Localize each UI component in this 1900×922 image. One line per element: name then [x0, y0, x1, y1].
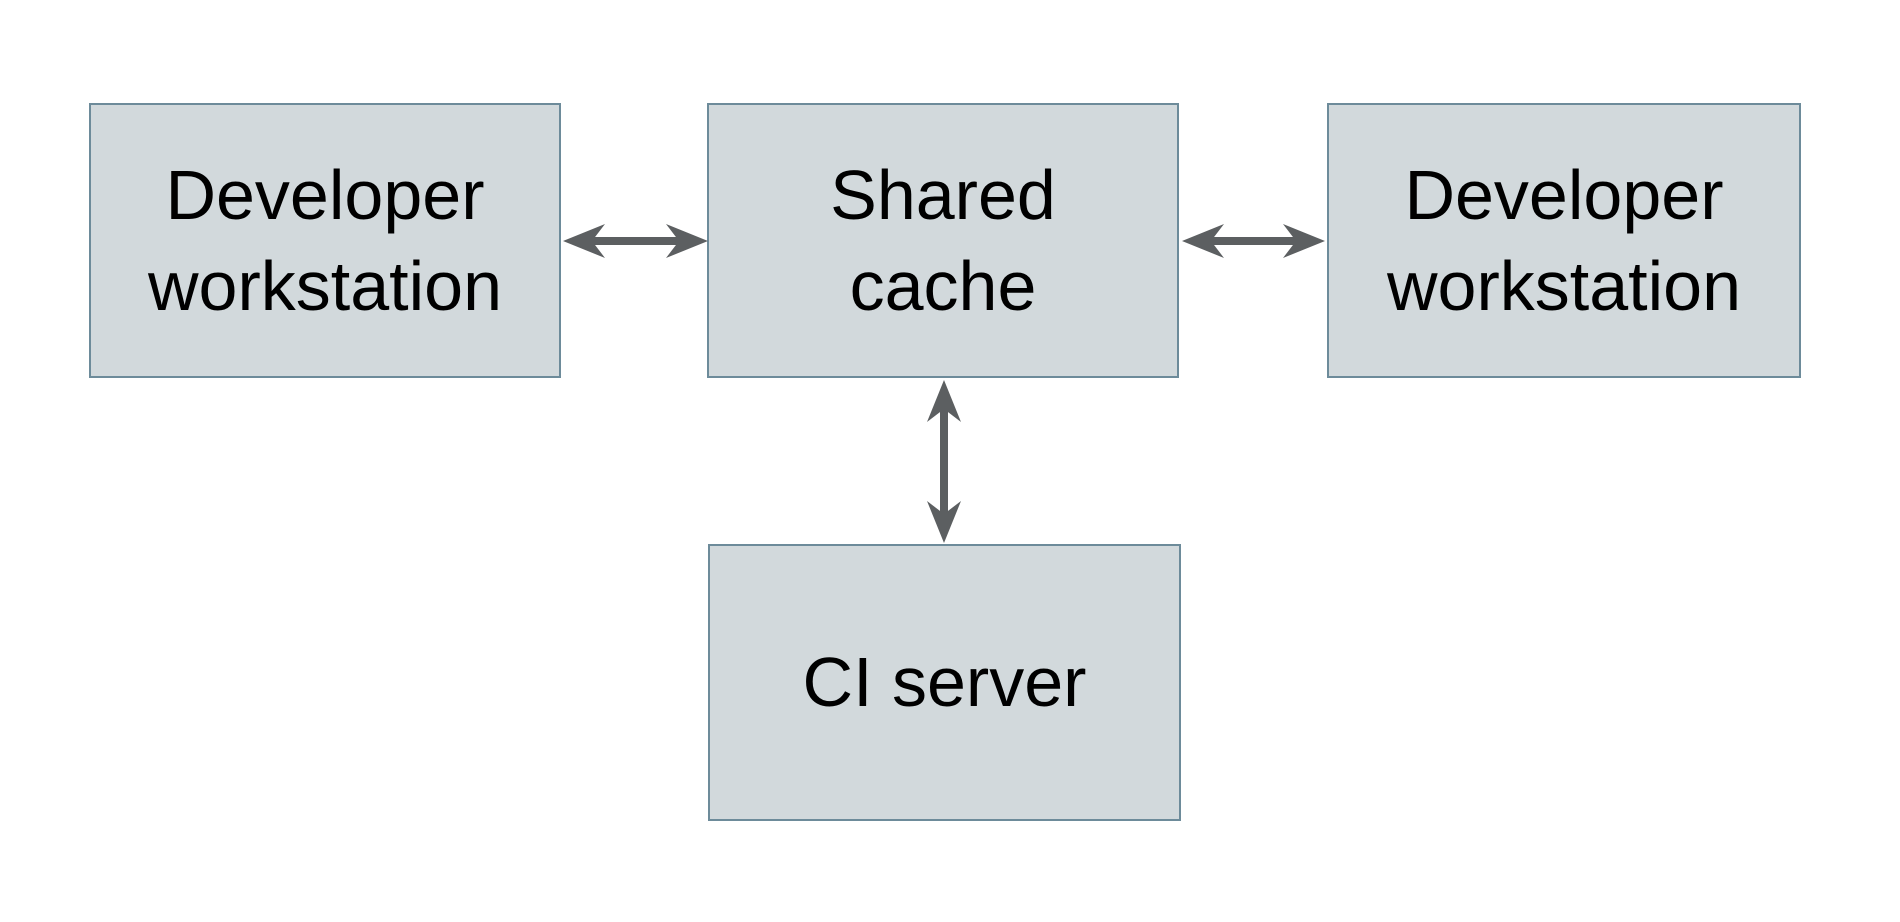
node-label: CI server — [802, 643, 1087, 721]
bidirectional-arrow-cache-right — [1182, 224, 1325, 258]
node-developer-workstation-right: Developer workstation — [1327, 103, 1801, 378]
node-ci-server: CI server — [708, 544, 1181, 821]
node-label: Developer workstation — [1386, 155, 1742, 325]
bidirectional-arrow-left-cache — [563, 224, 708, 258]
bidirectional-arrow-cache-ci — [927, 380, 961, 543]
node-label: Shared cache — [830, 155, 1056, 325]
node-shared-cache: Shared cache — [707, 103, 1179, 378]
node-developer-workstation-left: Developer workstation — [89, 103, 561, 378]
node-label: Developer workstation — [147, 155, 503, 325]
